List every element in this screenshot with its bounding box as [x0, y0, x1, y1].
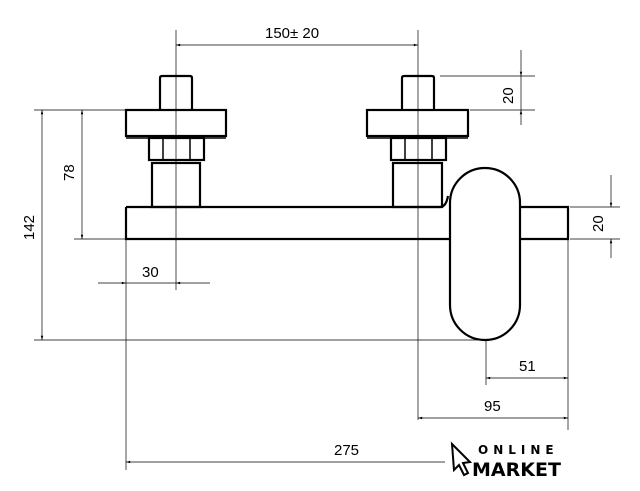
- dim-lever-offset: 51: [519, 358, 536, 375]
- faucet-outline: [124, 74, 570, 342]
- online-market-logo: ONLINE MARKET: [450, 441, 561, 481]
- dim-stem-height: 20: [500, 87, 517, 104]
- dim-total-height: 142: [21, 215, 38, 240]
- dim-spacing: 150: [265, 25, 290, 42]
- dim-body-width: 30: [142, 264, 159, 281]
- dim-lever-thickness: 20: [590, 215, 607, 232]
- dim-handle-depth: 95: [484, 398, 501, 415]
- cursor-icon: [450, 441, 473, 477]
- dim-bar-height: 78: [61, 164, 78, 181]
- dim-spacing-tolerance: ± 20: [290, 25, 319, 42]
- logo-line2: MARKET: [472, 459, 561, 481]
- dimension-lines: [34, 30, 620, 470]
- dim-total-width: 275: [334, 442, 359, 459]
- logo-line1: ONLINE: [478, 443, 559, 457]
